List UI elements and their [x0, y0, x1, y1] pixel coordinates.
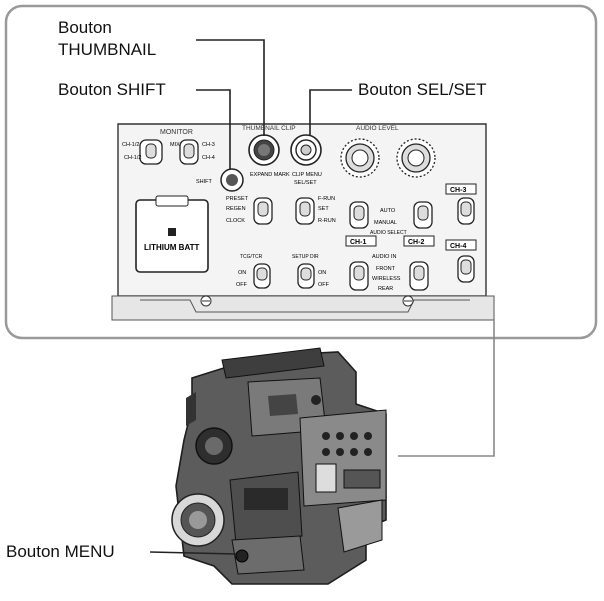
label-tcg: TCG/TCR [240, 254, 263, 260]
callout-thumbnail-line2: THUMBNAIL [58, 40, 157, 59]
ch4-box [445, 239, 477, 251]
screw-left [200, 295, 212, 307]
label-ch2: CH-2 [408, 239, 424, 246]
label-clip-menu: CLIP MENU [292, 172, 322, 178]
label-audio-select: AUDIO SELECT [370, 230, 407, 236]
lithium-battery-cover [135, 195, 209, 273]
label-ch1: CH-1 [350, 239, 366, 246]
leader-selset [309, 89, 352, 136]
audio-in-switch-1 [349, 261, 369, 291]
label-shift: SHIFT [196, 179, 213, 185]
label-ch4: CH-4 [450, 243, 466, 250]
camcorder-illustration [171, 347, 387, 585]
label-audio-in: AUDIO IN [372, 254, 396, 260]
detail-connector [398, 320, 495, 457]
ch3-switch [457, 197, 475, 225]
ch3-box [445, 183, 477, 195]
sel-set-button [290, 134, 322, 166]
label-manual: MANUAL [374, 220, 397, 226]
label-lithium-batt: LITHIUM BATT [144, 243, 200, 252]
label-mon-mix: MIX [170, 142, 180, 148]
label-auto: AUTO [380, 208, 396, 214]
label-mon-ch12b: CH-1/2 [124, 155, 141, 161]
audio-in-switch-2 [409, 261, 429, 291]
label-on-1: ON [238, 270, 246, 276]
label-thumbnail-clip: THUMBNAIL CLIP [242, 125, 296, 132]
monitor-switch-2 [179, 139, 199, 165]
label-mon-ch4: CH-4 [202, 155, 215, 161]
setup-switch [297, 263, 315, 289]
label-setup: SETUP DIR [292, 254, 319, 260]
label-off-1: OFF [236, 282, 248, 288]
label-clock: CLOCK [226, 218, 245, 224]
panel-edge [140, 299, 470, 313]
ch4-switch [457, 255, 475, 283]
label-expand-mark: EXPAND MARK [250, 172, 290, 178]
label-sel-set: SEL/SET [294, 180, 317, 186]
monitor-switch-1 [139, 139, 163, 165]
shift-button [220, 168, 244, 192]
callout-menu: Bouton MENU [6, 542, 115, 561]
label-r-run: R-RUN [318, 218, 336, 224]
leader-shift [196, 89, 231, 170]
label-mon-ch12: CH-1/2 [122, 142, 139, 148]
label-rear: REAR [378, 286, 393, 292]
callout-thumbnail-line1: Bouton [58, 18, 112, 37]
label-ch3: CH-3 [450, 187, 466, 194]
tcg-switch [253, 263, 271, 289]
ch1-box [345, 235, 377, 247]
frun-switch [295, 197, 315, 225]
callout-shift: Bouton SHIFT [58, 80, 166, 99]
leader-menu [149, 551, 237, 555]
callout-selset: Bouton SEL/SET [358, 80, 487, 99]
label-preset: PRESET [226, 196, 249, 202]
label-f-run: F-RUN [318, 196, 335, 202]
audio-select-switch-2 [413, 201, 433, 229]
label-monitor: MONITOR [160, 129, 193, 136]
audio-knob-2 [396, 138, 436, 178]
label-on-2: ON [318, 270, 326, 276]
label-set: SET [318, 206, 329, 212]
leader-thumbnail [196, 39, 265, 136]
thumbnail-button [248, 134, 280, 166]
audio-select-switch-1 [349, 201, 369, 229]
preset-switch [253, 197, 273, 225]
audio-knob-1 [340, 138, 380, 178]
screw-right [402, 295, 414, 307]
label-mon-ch3: CH-3 [202, 142, 215, 148]
label-regen: REGEN [226, 206, 246, 212]
label-off-2: OFF [318, 282, 330, 288]
label-front: FRONT [376, 266, 396, 272]
label-wireless: WIRELESS [372, 276, 401, 282]
ch2-box [403, 235, 435, 247]
label-audio-level: AUDIO LEVEL [356, 125, 399, 132]
